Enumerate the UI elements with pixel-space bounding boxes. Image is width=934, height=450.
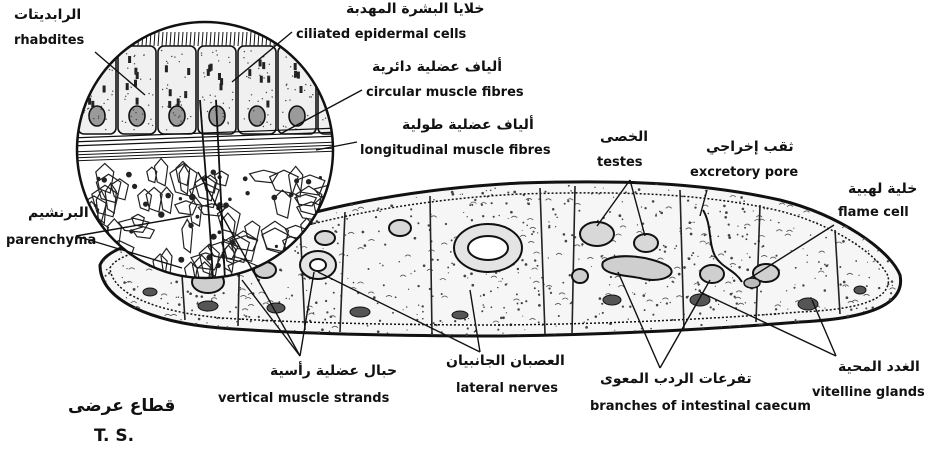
- ciliated-epidermal-cells-label-ar: خلايا البشرة المهدبة: [346, 2, 485, 16]
- cilia: [82, 32, 331, 46]
- longitudinal-muscle-fibres-label-ar: ألياف عضلية طولية: [402, 118, 534, 132]
- testes-label-ar: الخصى: [600, 130, 648, 144]
- section-title-en: T. S.: [94, 428, 134, 445]
- excretory-pore-label-en: excretory pore: [690, 166, 798, 179]
- intestinal-caecum-label-ar: تفرعات الردب المعوى: [600, 372, 752, 386]
- circular-muscle-fibres-label-en: circular muscle fibres: [366, 86, 524, 99]
- excretory-pore-label-ar: ثقب إخراجي: [706, 140, 794, 154]
- parenchyma-label-en: parenchyma: [6, 234, 96, 247]
- flame-cell-label-ar: خلية لهبية: [848, 182, 917, 196]
- lateral-nerves-label-en: lateral nerves: [456, 382, 558, 395]
- intestinal-caecum-label-en: branches of intestinal caecum: [590, 400, 811, 413]
- vertical-muscle-strands-label-en: vertical muscle strands: [218, 392, 389, 405]
- longitudinal-muscle-fibres-label-en: longitudinal muscle fibres: [360, 144, 551, 157]
- flame-cell: [744, 278, 760, 288]
- rhabdites-label-ar: الرابدیتات: [14, 8, 81, 22]
- section-title-ar: قطاع عرضى: [68, 398, 175, 415]
- parenchyma-label-ar: البرنشيم: [28, 206, 89, 220]
- vitelline-glands-label-en: vitelline glands: [812, 386, 925, 399]
- testes-label-en: testes: [597, 156, 643, 169]
- circular-muscle-fibres-label-ar: ألياف عضلية دائرية: [372, 60, 502, 74]
- flame-cell-label-en: flame cell: [838, 206, 909, 219]
- vitelline-glands-label-ar: الغدد المحية: [838, 360, 920, 374]
- lateral-nerves-label-ar: العصبان الجانبيان: [446, 354, 565, 368]
- ciliated-epidermal-cells-label-en: ciliated epidermal cells: [296, 28, 466, 41]
- rhabdites-label-en: rhabdites: [14, 34, 84, 47]
- vertical-muscle-strands-label-ar: حبال عضلية رأسية: [270, 364, 397, 378]
